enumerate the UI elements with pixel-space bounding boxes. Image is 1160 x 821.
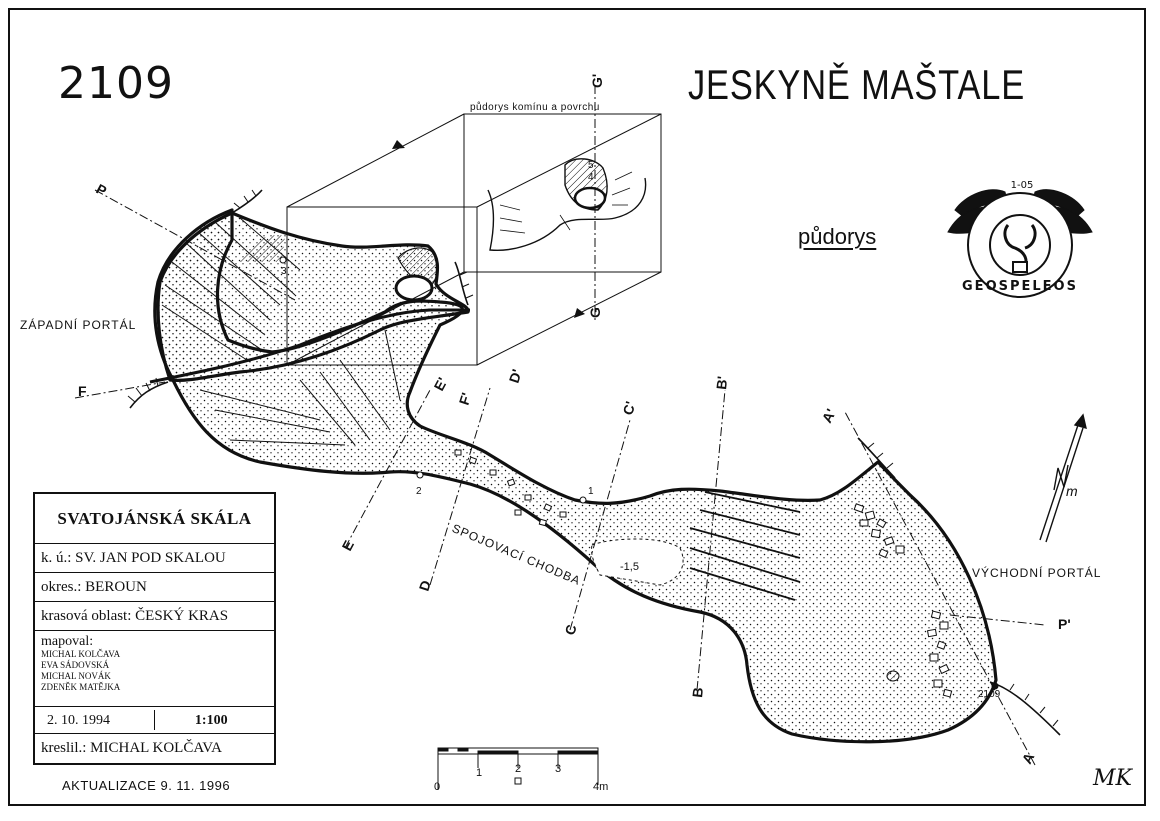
map-scale: 1:100: [194, 713, 228, 728]
survey-point-3: 3: [281, 266, 287, 277]
scale-tick-1: 1: [476, 767, 482, 779]
section-d-prime: D': [506, 367, 525, 385]
chimney-inset-caption: půdorys komínu a povrchu: [470, 102, 600, 113]
section-d: D: [416, 578, 434, 593]
mappers-block: mapoval: MICHAL KOLČAVA EVA SÁDOVSKÁ MIC…: [35, 631, 274, 707]
plan-label: půdorys: [798, 224, 877, 249]
info-table: SVATOJÁNSKÁ SKÁLA k. ú.: SV. JAN POD SKA…: [33, 492, 276, 765]
date-scale-row: 2. 10. 1994 1:100: [35, 707, 274, 734]
depth-label: -1,5: [620, 561, 639, 573]
mapper-name: MICHAL NOVÁK: [41, 671, 111, 681]
drawn-by: kreslil.: MICHAL KOLČAVA: [41, 740, 222, 756]
upper-hall: [156, 211, 470, 382]
cave-number: 2109: [58, 58, 174, 109]
mapper-name: ZDENĚK MATĚJKA: [41, 682, 121, 692]
survey-point-1: 1: [588, 486, 594, 497]
east-portal-label: VÝCHODNÍ PORTÁL: [972, 566, 1102, 580]
west-portal-label: ZÁPADNÍ PORTÁL: [20, 318, 137, 332]
mappers-heading: mapoval:: [41, 634, 94, 649]
section-f: F: [78, 383, 87, 399]
section-g-prime: G': [589, 74, 605, 88]
karst-area: krasová oblast: ČESKÝ KRAS: [35, 602, 274, 631]
geospeleos-logo: GEOSPELEOS 1-05: [947, 180, 1093, 298]
mapper-name: EVA SÁDOVSKÁ: [41, 660, 110, 670]
section-b: B: [689, 687, 706, 699]
survey-point-2109: 2109: [978, 689, 1001, 700]
mapper-name: MICHAL KOLČAVA: [41, 649, 121, 659]
district: okres.: BEROUN: [35, 573, 274, 602]
scale-tick-0: 0: [434, 781, 440, 793]
section-c-prime: C': [620, 399, 639, 416]
map-title: JESKYNĚ MAŠTALE: [688, 61, 1026, 108]
update-note: AKTUALIZACE 9. 11. 1996: [62, 778, 231, 793]
scale-bar: [437, 747, 599, 790]
cadastral-area: k. ú.: SV. JAN POD SKALOU: [35, 544, 274, 573]
section-a-prime: A': [819, 406, 839, 425]
section-f-prime: F': [456, 391, 475, 407]
locality: SVATOJÁNSKÁ SKÁLA: [35, 494, 274, 544]
survey-point-4: 4: [588, 172, 594, 183]
logo-text: GEOSPELEOS: [962, 279, 1078, 294]
section-e: E: [339, 538, 358, 554]
north-arrow-label: m: [1066, 483, 1078, 499]
scale-tick-3: 3: [555, 763, 561, 775]
author-signature: MK: [1093, 766, 1132, 791]
north-arrow: [1039, 413, 1087, 543]
section-p-prime: P': [1058, 616, 1071, 632]
section-g: G: [587, 307, 603, 318]
logo-emblem-number: 1-05: [1011, 180, 1034, 191]
survey-point-2: 2: [416, 486, 422, 497]
scale-tick-2: 2: [515, 763, 521, 775]
scale-tick-4: 4m: [593, 781, 608, 793]
section-e-prime: E': [431, 375, 451, 394]
section-c: C: [562, 623, 580, 637]
section-b-prime: B': [713, 375, 730, 390]
survey-point-5: 5: [588, 160, 594, 171]
map-frame: [8, 8, 1146, 806]
survey-date: 2. 10. 1994: [41, 710, 155, 730]
